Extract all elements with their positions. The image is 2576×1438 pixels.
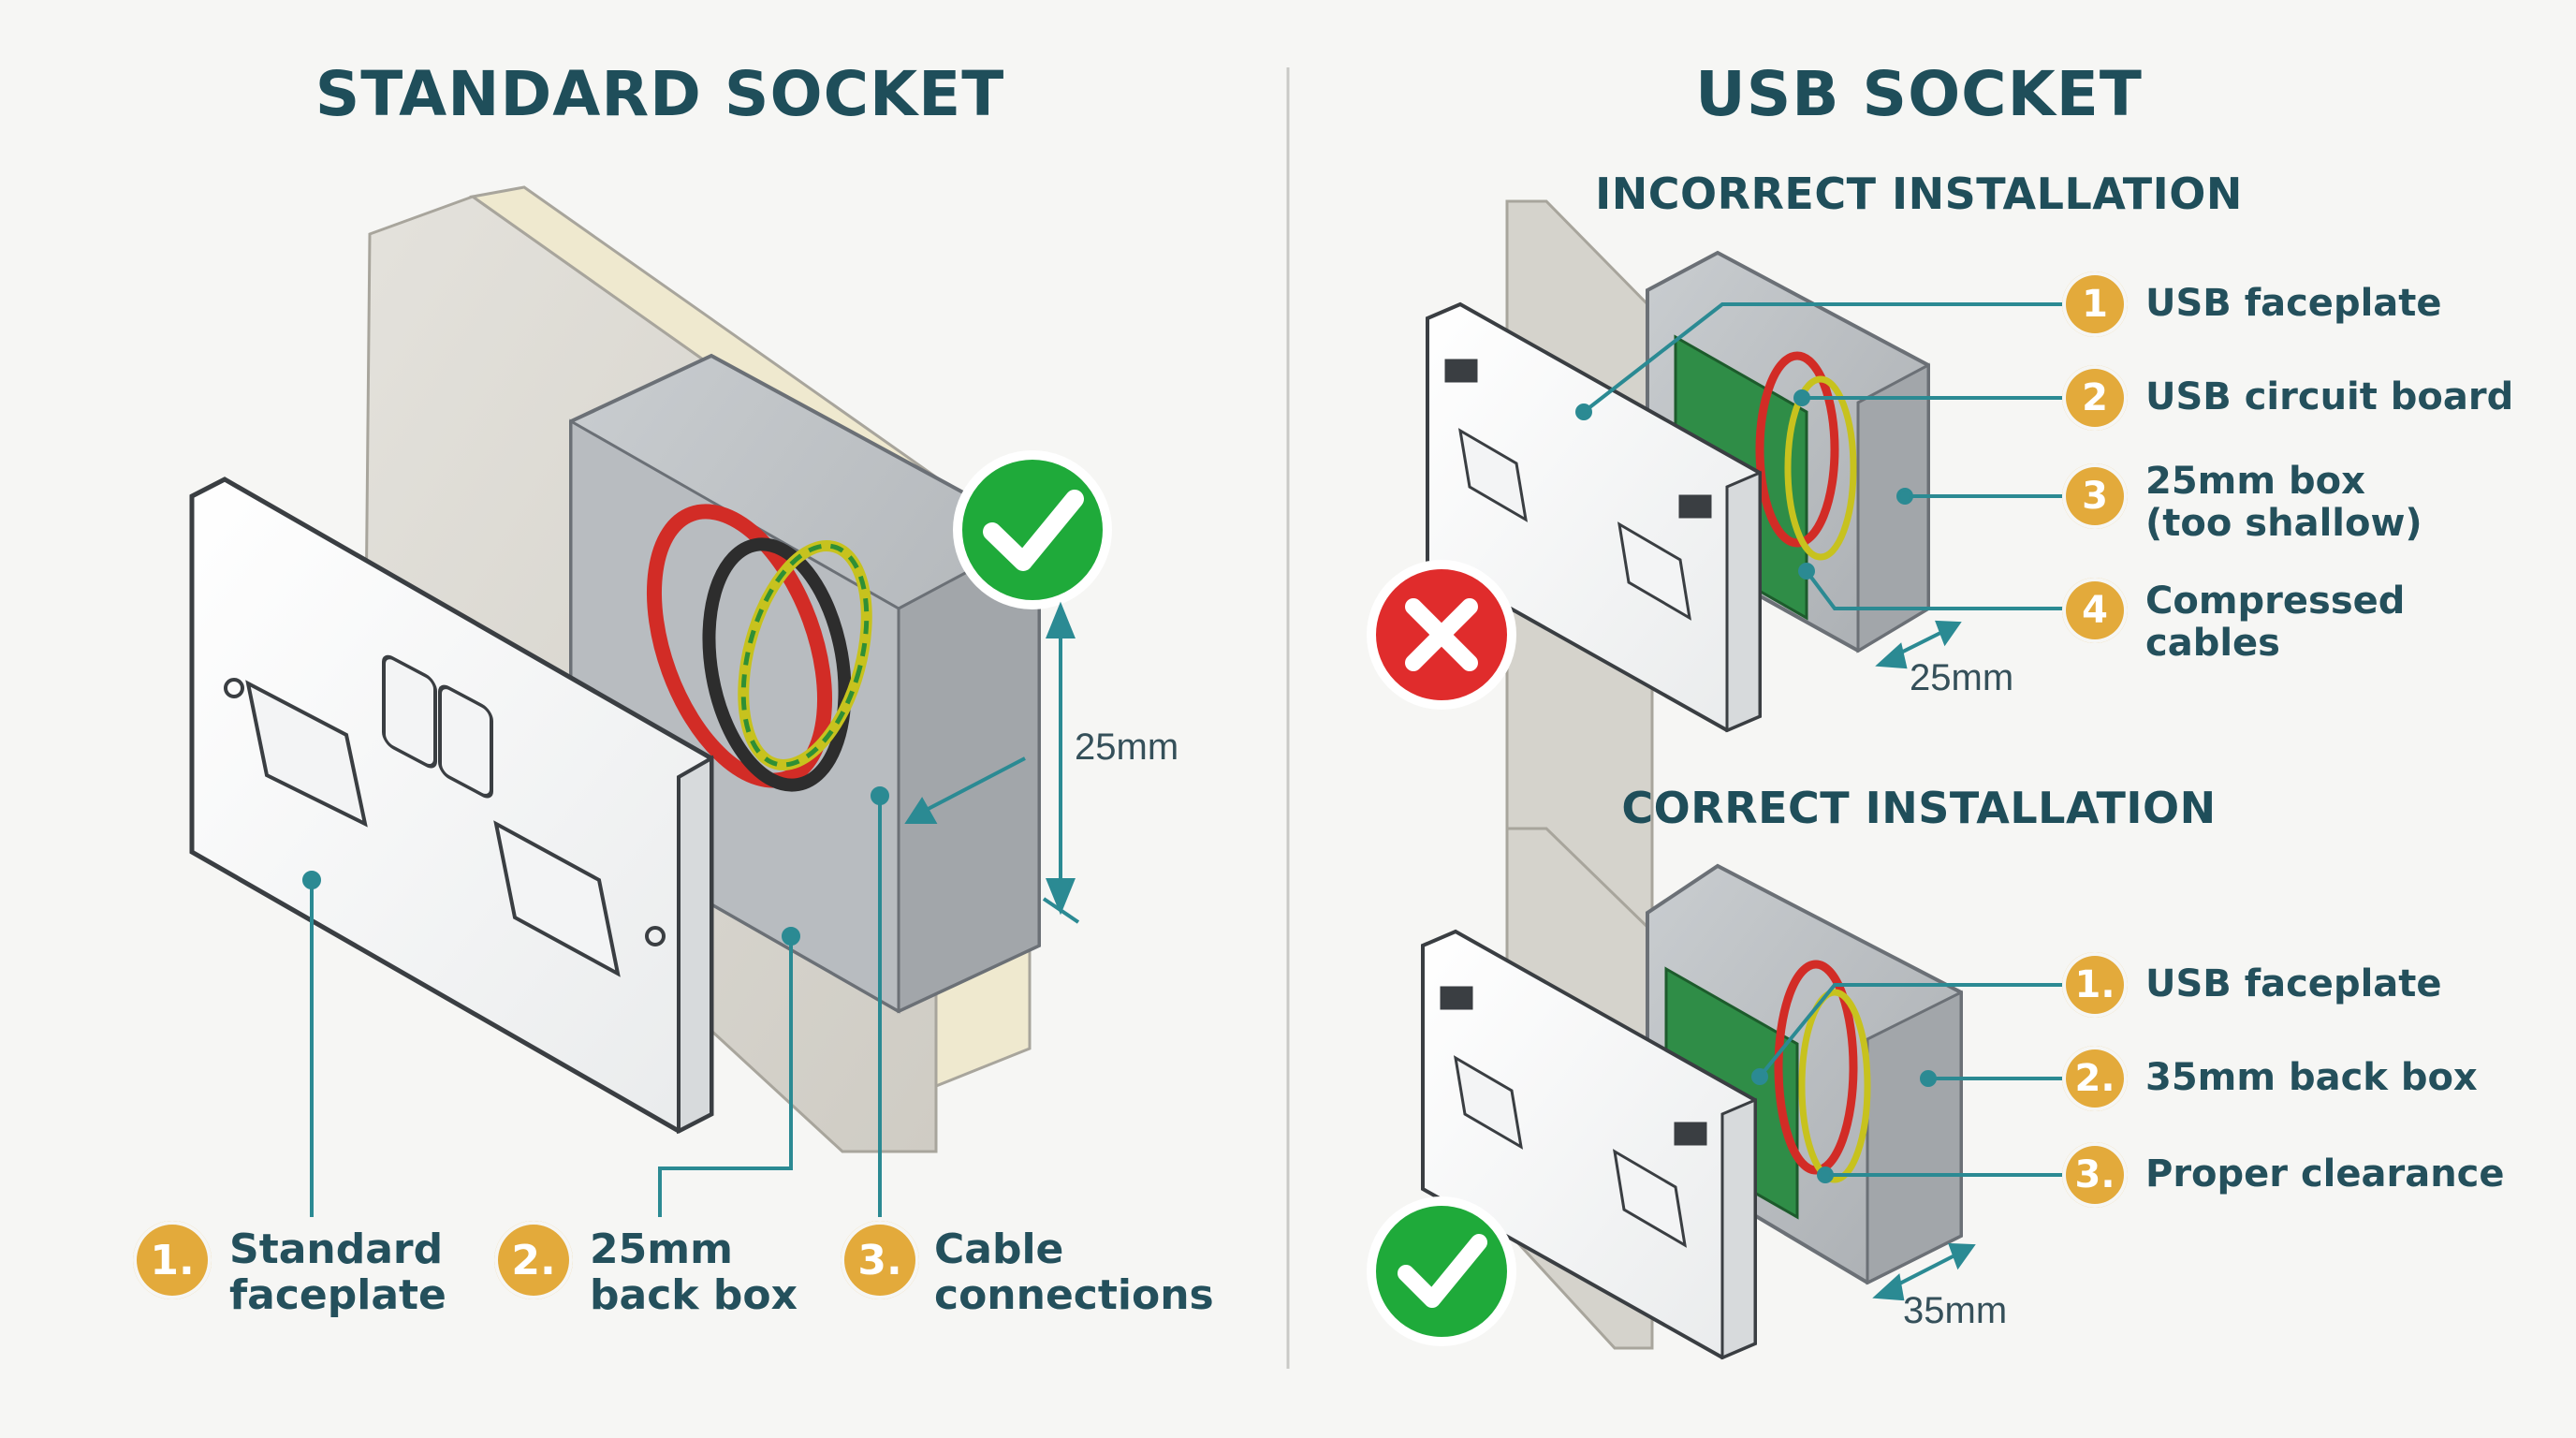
- label-standard-faceplate: Standard faceplate: [229, 1226, 446, 1319]
- usb-socket-title: USB SOCKET: [1695, 58, 2143, 130]
- incorrect-badge-4: 4: [2062, 578, 2128, 643]
- correct-badge-2: 2.: [2062, 1046, 2128, 1111]
- label-line: Standard: [229, 1225, 444, 1273]
- dimension-label-25mm-incorrect: 25mm: [1910, 657, 2014, 698]
- incorrect-label-25mm-box: 25mm box (too shallow): [2145, 461, 2422, 545]
- standard-socket-title: STANDARD SOCKET: [315, 58, 1005, 130]
- incorrect-badge-3: 3: [2062, 463, 2128, 529]
- label-line: (too shallow): [2145, 501, 2422, 545]
- label-line: 35mm back box: [2145, 1056, 2478, 1099]
- cross-icon-usb: [1367, 560, 1516, 710]
- dimension-label-35mm-correct: 35mm: [1903, 1290, 2008, 1331]
- dimension-25mm-left: [904, 601, 1080, 924]
- label-badge-1: 1.: [133, 1221, 212, 1299]
- correct-badge-3: 3.: [2062, 1142, 2128, 1208]
- incorrect-leaders: [1575, 302, 2064, 610]
- incorrect-label-compressed-cables: Compressed cables: [2145, 580, 2405, 665]
- label-cable-connections: Cable connections: [934, 1226, 1214, 1319]
- label-line: Proper clearance: [2145, 1152, 2505, 1196]
- label-line: cables: [2145, 621, 2280, 665]
- incorrect-label-usb-circuit-board: USB circuit board: [2145, 376, 2513, 418]
- label-line: Compressed: [2145, 580, 2406, 623]
- correct-label-usb-faceplate: USB faceplate: [2145, 963, 2442, 1005]
- standard-socket-illustration: [189, 185, 1041, 1153]
- label-line: faceplate: [229, 1271, 446, 1320]
- correct-badge-1: 1.: [2062, 952, 2128, 1018]
- check-icon-standard: [953, 450, 1112, 609]
- incorrect-label-usb-faceplate: USB faceplate: [2145, 283, 2442, 325]
- incorrect-installation-heading: INCORRECT INSTALLATION: [1595, 169, 2243, 219]
- usb-correct-illustration: [1421, 827, 1963, 1360]
- label-line: USB faceplate: [2145, 962, 2442, 1005]
- correct-installation-heading: CORRECT INSTALLATION: [1621, 783, 2217, 833]
- label-line: back box: [590, 1271, 798, 1320]
- label-badge-3: 3.: [841, 1221, 919, 1299]
- correct-label-35mm-back-box: 35mm back box: [2145, 1057, 2478, 1099]
- left-leaders: [302, 786, 889, 1217]
- dimension-25mm-incorrect: [1875, 620, 1962, 669]
- check-icon-usb: [1367, 1196, 1516, 1346]
- dimension-label-25mm-left: 25mm: [1075, 726, 1179, 768]
- dimension-35mm-correct: [1872, 1242, 1976, 1301]
- label-line: Cable: [934, 1225, 1064, 1273]
- label-line: 25mm: [590, 1225, 733, 1273]
- incorrect-badge-2: 2: [2062, 365, 2128, 431]
- label-line: USB faceplate: [2145, 282, 2442, 325]
- label-badge-2: 2.: [494, 1221, 573, 1299]
- usb-incorrect-illustration: [1426, 199, 1930, 985]
- label-line: USB circuit board: [2145, 375, 2514, 418]
- correct-leaders: [1751, 983, 2064, 1183]
- label-line: 25mm box: [2145, 460, 2365, 503]
- correct-label-proper-clearance: Proper clearance: [2145, 1153, 2505, 1196]
- label-line: connections: [934, 1271, 1214, 1320]
- incorrect-badge-1: 1: [2062, 271, 2128, 337]
- label-25mm-back-box: 25mm back box: [590, 1226, 798, 1319]
